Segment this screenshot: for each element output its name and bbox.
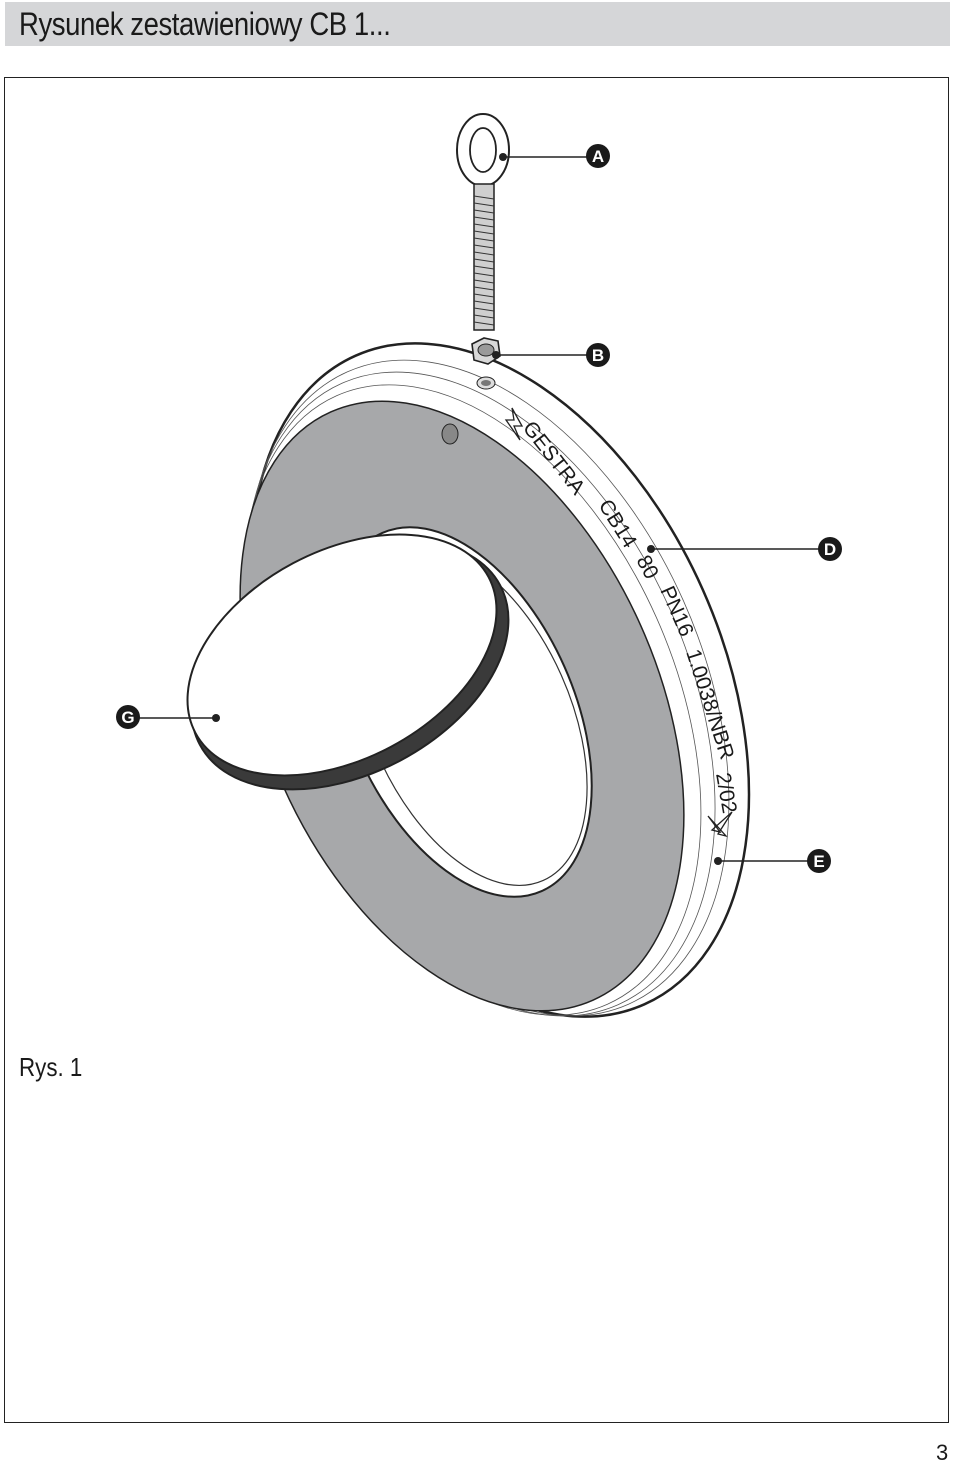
valve-disc xyxy=(186,533,510,791)
svg-text:E: E xyxy=(813,852,824,871)
figure-caption: Rys. 1 xyxy=(19,1052,83,1082)
hex-nut xyxy=(471,337,501,365)
svg-text:D: D xyxy=(824,540,836,559)
page-title: Rysunek zestawieniowy CB 1... xyxy=(19,6,391,42)
callout-dots xyxy=(212,153,722,865)
page-number: 3 xyxy=(936,1440,949,1465)
callout-g: G xyxy=(116,705,140,729)
svg-text:B: B xyxy=(592,346,604,365)
callout-d: D xyxy=(818,537,842,561)
eye-bolt xyxy=(456,113,510,331)
header-bar: Rysunek zestawieniowy CB 1... xyxy=(5,2,950,46)
figure-frame xyxy=(4,77,949,1423)
callout-leaders xyxy=(138,156,820,862)
svg-text:G: G xyxy=(121,708,134,727)
callout-e: E xyxy=(807,849,831,873)
callout-a: A xyxy=(586,144,610,168)
svg-text:A: A xyxy=(592,147,604,166)
callout-b: B xyxy=(586,343,610,367)
